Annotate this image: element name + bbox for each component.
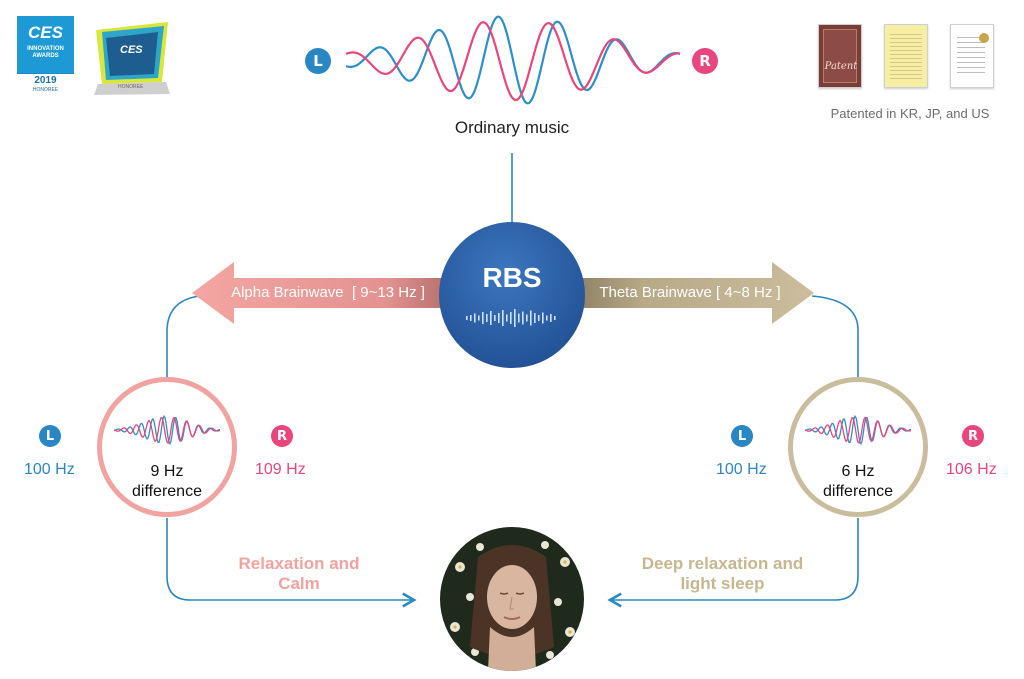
ces-award-badge: CES INNOVATION AWARDS 2019 HONOREE	[17, 16, 74, 95]
rbs-icon-bar	[474, 313, 476, 323]
alpha-diff-line2: difference	[132, 483, 202, 500]
rbs-title: RBS	[482, 262, 542, 293]
rbs-icon-bar	[466, 316, 468, 320]
rbs-icon-bar	[522, 311, 524, 325]
theta-effect-line2: light sleep	[680, 574, 765, 593]
left-panel-r-freq: 109 Hz	[255, 461, 306, 478]
patent-certificate-2	[884, 24, 928, 88]
rbs-icon-bar	[494, 315, 496, 321]
theta-diff-line2: difference	[823, 483, 893, 500]
rbs-icon-bar	[482, 312, 484, 324]
right-connector-top	[811, 295, 859, 378]
left-panel-l-badge: L	[39, 425, 61, 447]
music-wave-right	[345, 21, 680, 102]
right-panel-l-badge: L	[731, 425, 753, 447]
rbs-icon-bar	[514, 309, 516, 327]
theta-binaural-wave	[804, 414, 912, 446]
rbs-icon-bar	[542, 312, 544, 324]
top-right-badge: R	[692, 48, 718, 74]
ces-trophy-brand: CES	[120, 44, 143, 56]
patent-certificate-1: Patent	[818, 24, 862, 88]
ces-award-year: 2019	[34, 75, 57, 86]
patent-certificate-text: Patent	[824, 61, 858, 72]
rbs-icon-bar	[554, 316, 556, 320]
alpha-arrow	[192, 262, 452, 324]
sleeping-woman-image	[440, 527, 584, 671]
theta-label: Theta Brainwave [ 4~8 Hz ]	[599, 284, 781, 301]
right-panel-l-freq: 100 Hz	[716, 461, 767, 478]
alpha-diff-line1: 9 Hz	[150, 463, 184, 480]
ces-award-sub: HONOREE	[32, 87, 59, 93]
rbs-icon-bar	[518, 313, 520, 323]
rbs-icon-bar	[490, 311, 492, 325]
rbs-icon-bar	[526, 314, 528, 322]
left-connector-bottom	[166, 518, 417, 608]
alpha-binaural-wave	[113, 414, 221, 446]
alpha-label: Alpha Brainwave [ 9~13 Hz ]	[231, 284, 425, 301]
relaxed-person-photo	[440, 527, 584, 671]
rbs-icon-bar	[506, 314, 508, 322]
rbs-icon-bar	[498, 313, 500, 323]
music-wave-left	[345, 15, 681, 105]
rbs-icon-bar	[502, 310, 504, 326]
theta-arrow	[572, 262, 814, 324]
ces-award-brand: CES	[28, 23, 63, 42]
rbs-waveform-icon	[466, 309, 556, 327]
left-panel-l-freq: 100 Hz	[24, 461, 75, 478]
rbs-icon-bar	[534, 313, 536, 323]
right-connector-bottom	[607, 518, 859, 608]
rbs-icon-bar	[478, 315, 480, 321]
ces-award-line2: AWARDS	[32, 53, 59, 59]
rbs-icon-bar	[538, 315, 540, 321]
patent-certificate-3	[950, 24, 994, 88]
certificate-seal-icon	[979, 33, 989, 43]
alpha-effect-line1: Relaxation and	[238, 554, 360, 573]
alpha-effect-line2: Calm	[278, 574, 320, 593]
ces-trophy-sub: HONOREE	[118, 84, 144, 90]
rbs-icon-bar	[546, 315, 548, 321]
rbs-icon-bar	[550, 314, 552, 322]
rbs-icon-bar	[470, 315, 472, 321]
theta-ring: 6 Hz difference	[788, 377, 928, 517]
left-panel-r-badge: R	[271, 425, 293, 447]
right-panel-r-badge: R	[962, 425, 984, 447]
ces-award-line1: INNOVATION	[27, 46, 64, 52]
theta-effect-line1: Deep relaxation and	[641, 554, 804, 573]
music-caption: Ordinary music	[454, 118, 570, 137]
theta-diff-line1: 6 Hz	[841, 463, 875, 480]
rbs-icon-bar	[530, 310, 532, 326]
alpha-ring: 9 Hz difference	[97, 377, 237, 517]
trophy-icon	[94, 22, 170, 95]
rbs-icon-bar	[510, 312, 512, 324]
rbs-icon-bar	[486, 314, 488, 322]
left-connector-top	[166, 295, 201, 378]
right-panel-r-freq: 106 Hz	[946, 461, 997, 478]
top-left-badge: L	[305, 48, 331, 74]
patents-caption: Patented in KR, JP, and US	[830, 106, 990, 121]
ces-trophy: CES HONOREE	[92, 18, 172, 96]
rbs-circle	[439, 222, 585, 368]
